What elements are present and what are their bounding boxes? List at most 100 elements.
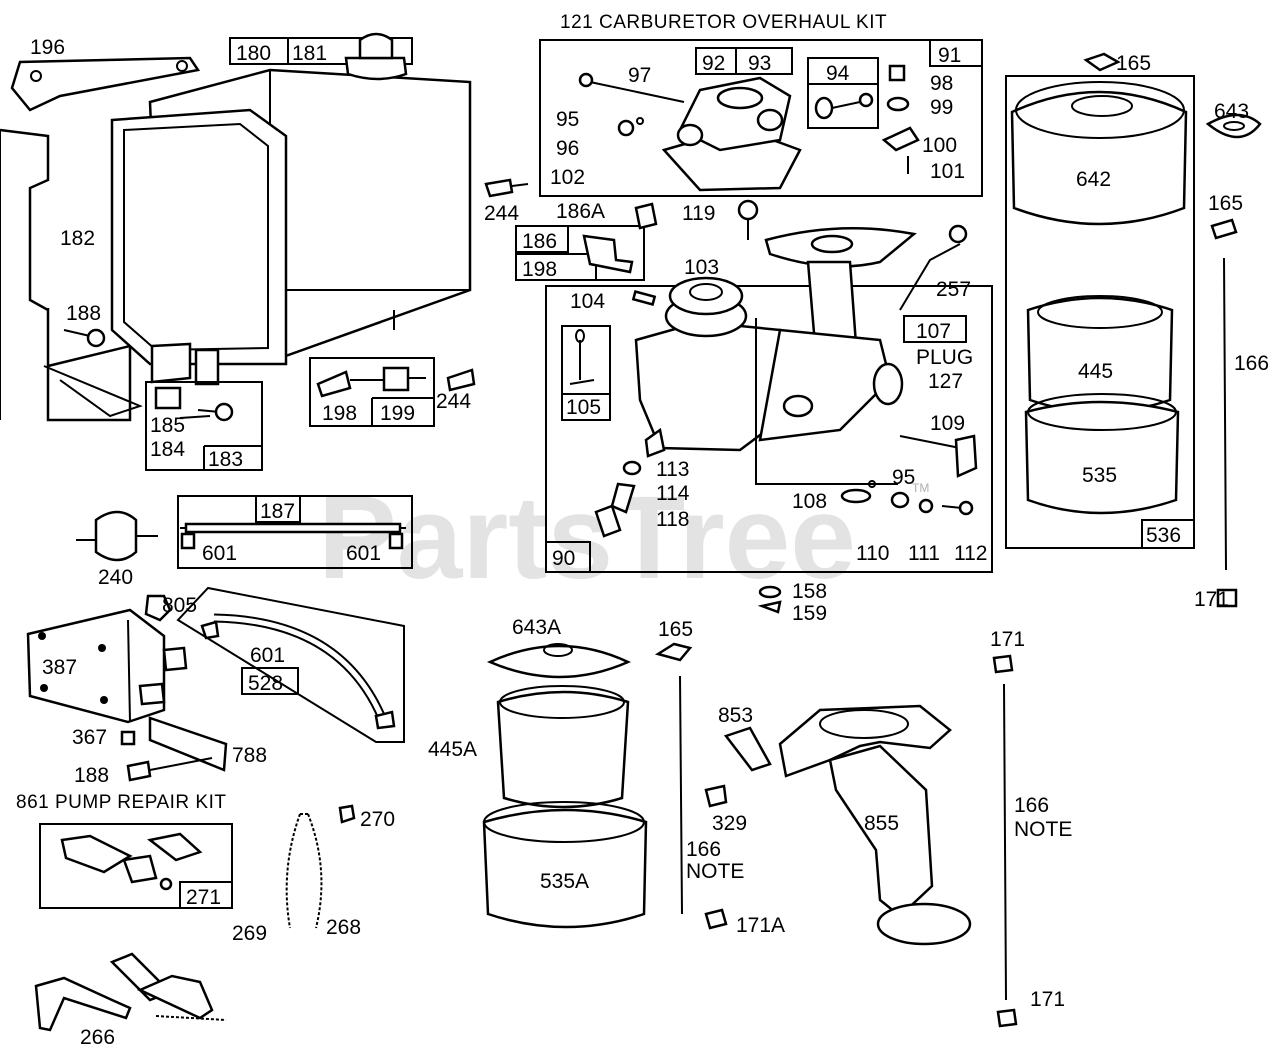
label-118: 118: [656, 508, 689, 531]
label-788: 788: [232, 744, 267, 767]
label-268: 268: [326, 916, 361, 939]
label-101: 101: [930, 160, 965, 183]
label-257: 257: [936, 278, 971, 301]
part-196-bracket-drawing: [10, 56, 201, 112]
label-642: 642: [1076, 168, 1111, 191]
watermark: PartsTree: [318, 472, 856, 604]
label-102: 102: [550, 166, 585, 189]
kit-box-90: [545, 285, 993, 573]
label-note-right: NOTE: [1014, 818, 1072, 841]
label-244-mid: 244: [436, 390, 471, 413]
label-159: 159: [792, 602, 827, 625]
label-109: 109: [930, 412, 965, 435]
fittings-198-199-drawing: [316, 366, 476, 398]
parts-158-159-drawing: [757, 585, 782, 614]
label-95-top: 95: [556, 108, 579, 131]
fuel-line-528-drawing: [200, 613, 396, 730]
label-92: 92: [702, 52, 725, 75]
label-186A: 186A: [556, 200, 605, 223]
label-266: 266: [80, 1026, 115, 1049]
label-182: 182: [60, 227, 95, 250]
label-387: 387: [42, 656, 77, 679]
rod-166-center-drawing: [654, 642, 728, 930]
linkage-266-drawing: [34, 952, 227, 1032]
label-171-bottom: 171: [1030, 988, 1065, 1011]
pump-kit-drawing: [60, 832, 203, 891]
fuel-pump-387-drawing: [26, 594, 228, 782]
label-181: 181: [292, 42, 327, 65]
carburetor-drawing: [569, 224, 978, 538]
label-119: 119: [682, 202, 715, 225]
label-643A: 643A: [512, 616, 561, 639]
kit-box-121: [539, 39, 983, 197]
label-165-right: 165: [1208, 192, 1243, 215]
label-271: 271: [186, 886, 221, 909]
label-97: 97: [628, 64, 651, 87]
label-99: 99: [930, 96, 953, 119]
label-601-bottom: 601: [250, 644, 285, 667]
label-188-top: 188: [66, 302, 101, 325]
label-329: 329: [712, 812, 747, 835]
label-535: 535: [1082, 464, 1117, 487]
label-165-top: 165: [1116, 52, 1151, 75]
label-643: 643: [1214, 100, 1249, 123]
label-601-left: 601: [202, 542, 237, 565]
kit-box-861: [39, 823, 233, 909]
label-187: 187: [260, 500, 295, 523]
fitting-186-drawing: [582, 202, 658, 274]
kit-box-528: [176, 586, 405, 743]
label-96: 96: [556, 137, 579, 160]
screw-119-drawing: [737, 199, 759, 240]
label-158: 158: [792, 580, 827, 603]
label-855: 855: [864, 812, 899, 835]
part-182-plate-drawing: [0, 128, 143, 422]
screw-188-drawing: [63, 328, 106, 348]
nut-185-drawing: [154, 386, 234, 422]
label-112: 112: [954, 542, 987, 565]
label-199: 199: [380, 402, 415, 425]
label-805: 805: [162, 594, 197, 617]
label-196: 196: [30, 36, 65, 59]
label-269: 269: [232, 922, 267, 945]
carb-body-kit-drawing: [578, 64, 920, 192]
label-184: 184: [150, 438, 185, 461]
label-270: 270: [360, 808, 395, 831]
label-445A: 445A: [428, 738, 477, 761]
label-198-mid: 198: [322, 402, 357, 425]
label-plug: PLUG: [916, 346, 973, 369]
label-445: 445: [1078, 360, 1113, 383]
rod-166-right-drawing: [992, 654, 1018, 1028]
watermark-tm: TM: [912, 481, 929, 495]
label-853: 853: [718, 704, 753, 727]
label-90: 90: [552, 547, 575, 570]
label-114: 114: [656, 482, 690, 505]
label-166-right: 166: [1234, 352, 1269, 375]
elbow-855-drawing: [704, 704, 972, 946]
label-185: 185: [150, 414, 185, 437]
label-165-center: 165: [658, 618, 693, 641]
label-100: 100: [922, 134, 957, 157]
label-367: 367: [72, 726, 107, 749]
fuel-filter-240-drawing: [76, 510, 158, 562]
label-244-top: 244: [484, 202, 519, 225]
label-93: 93: [748, 52, 771, 75]
air-cleaner-445A-drawing: [482, 643, 648, 929]
label-103: 103: [684, 256, 719, 279]
label-104: 104: [570, 290, 605, 313]
fuel-tank-drawing: [110, 32, 472, 386]
label-171-right: 171: [1194, 588, 1229, 611]
label-188-bottom: 188: [74, 764, 109, 787]
label-111: 111: [908, 542, 940, 565]
label-94: 94: [826, 62, 850, 85]
label-240: 240: [98, 566, 133, 589]
label-95-mid: 95: [892, 466, 915, 489]
label-180: 180: [236, 42, 271, 65]
label-171A: 171A: [736, 914, 785, 937]
label-127: 127: [928, 370, 963, 393]
parts-268-270-drawing: [285, 804, 356, 929]
kit-box-536: [1005, 75, 1195, 549]
label-171-top: 171: [990, 628, 1025, 651]
label-601-right: 601: [346, 542, 381, 565]
label-110: 110: [856, 542, 889, 565]
